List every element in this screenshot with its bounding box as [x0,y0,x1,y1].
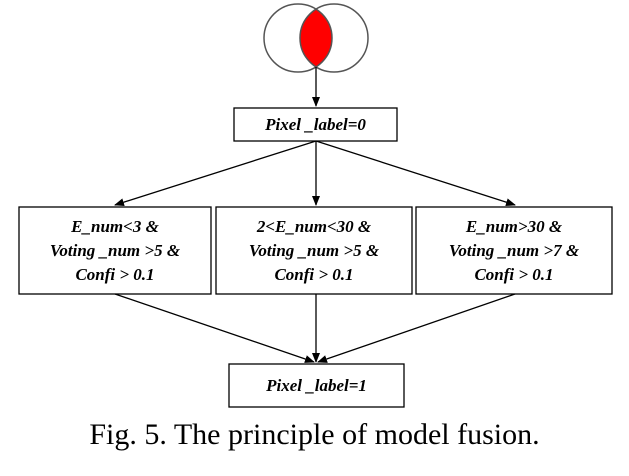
right-circle [299,3,369,73]
condition-node-3: E_num>30 & Voting _num >7 & Confi > 0.1 [415,206,613,295]
arrow-start-to-condition-1 [114,140,317,207]
start-node-box [233,107,398,142]
condition-3-line-2: Voting _num >7 & [449,241,580,260]
condition-1-line-1: E_num<3 & [70,217,159,236]
arrow-start-to-condition-3 [315,140,516,207]
end-node: Pixel _label=1 [228,363,405,408]
condition-1-line-3: Confi > 0.1 [75,265,154,284]
condition-3-line-1: E_num>30 & [465,217,563,236]
condition-node-2-box [215,206,413,295]
end-node-label: Pixel _label=1 [265,376,367,395]
venn-intersection-icon [263,3,369,73]
left-circle [263,3,333,73]
figure-caption: Fig. 5. The principle of model fusion. [89,418,540,451]
condition-3-line-3: Confi > 0.1 [474,265,553,284]
start-node: Pixel _label=0 [233,107,398,142]
arrow-condition-1-to-end [114,293,315,363]
intersection-fill [300,4,332,72]
condition-1-line-2: Voting _num >5 & [50,241,181,260]
condition-node-2: 2<E_num<30 & Voting _num >5 & Confi > 0.… [215,206,413,295]
start-node-label: Pixel _label=0 [264,115,366,134]
condition-2-line-2: Voting _num >5 & [249,241,380,260]
end-node-box [228,363,405,408]
condition-2-line-1: 2<E_num<30 & [256,217,372,236]
condition-node-1: E_num<3 & Voting _num >5 & Confi > 0.1 [18,206,212,295]
condition-2-line-3: Confi > 0.1 [274,265,353,284]
arrow-condition-3-to-end [317,293,516,363]
condition-node-3-box [415,206,613,295]
